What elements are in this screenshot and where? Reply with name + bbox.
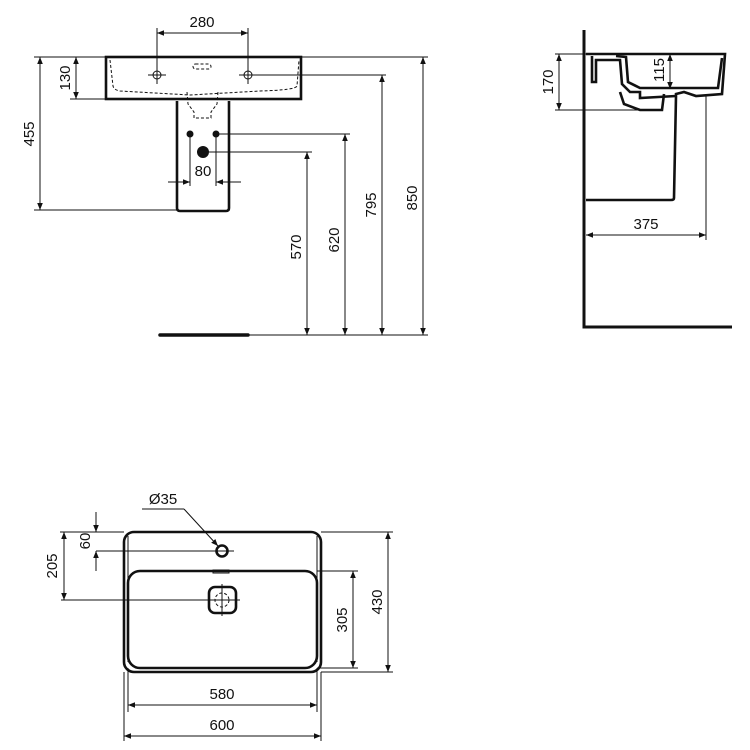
waste-trap-hidden [186, 91, 219, 119]
basin-top-outline [122, 530, 323, 674]
dim-580: 580 [209, 686, 234, 703]
front-view: 280 130 455 80 570 620 795 850 [21, 14, 428, 337]
supply-point-left [186, 130, 194, 138]
bowl-outline [126, 569, 319, 670]
waste-outlet-point [197, 146, 209, 158]
dim-280: 280 [189, 14, 214, 31]
dim-170: 170 [540, 69, 557, 94]
supply-point-right [212, 130, 220, 138]
dim-430: 430 [369, 589, 386, 614]
dim-205: 205 [44, 553, 61, 578]
basin-profile [586, 52, 727, 98]
dim-60: 60 [77, 533, 94, 550]
dim-620: 620 [326, 227, 343, 252]
basin-bowl-hidden [109, 59, 300, 96]
dim-115: 115 [651, 58, 668, 82]
dim-795: 795 [363, 192, 380, 217]
overflow-mark [212, 569, 230, 574]
dim-850: 850 [404, 185, 421, 210]
side-view: 170 115 375 [540, 30, 732, 329]
dim-570: 570 [288, 234, 305, 259]
dim-305: 305 [334, 607, 351, 632]
trap-cover-profile [586, 95, 678, 202]
basin-outline [104, 55, 303, 101]
dim-diameter-35: Ø35 [149, 491, 177, 508]
dim-130: 130 [57, 65, 74, 90]
top-view: Ø35 60 205 305 430 580 600 [44, 491, 393, 741]
dim-80: 80 [195, 163, 212, 180]
dim-375: 375 [633, 216, 658, 233]
dim-600: 600 [209, 717, 234, 734]
dim-455: 455 [21, 121, 38, 146]
overflow-slot [192, 63, 212, 70]
pedestal-outline [175, 101, 231, 213]
wall-and-floor [582, 30, 732, 329]
tap-hole-left [148, 66, 166, 84]
